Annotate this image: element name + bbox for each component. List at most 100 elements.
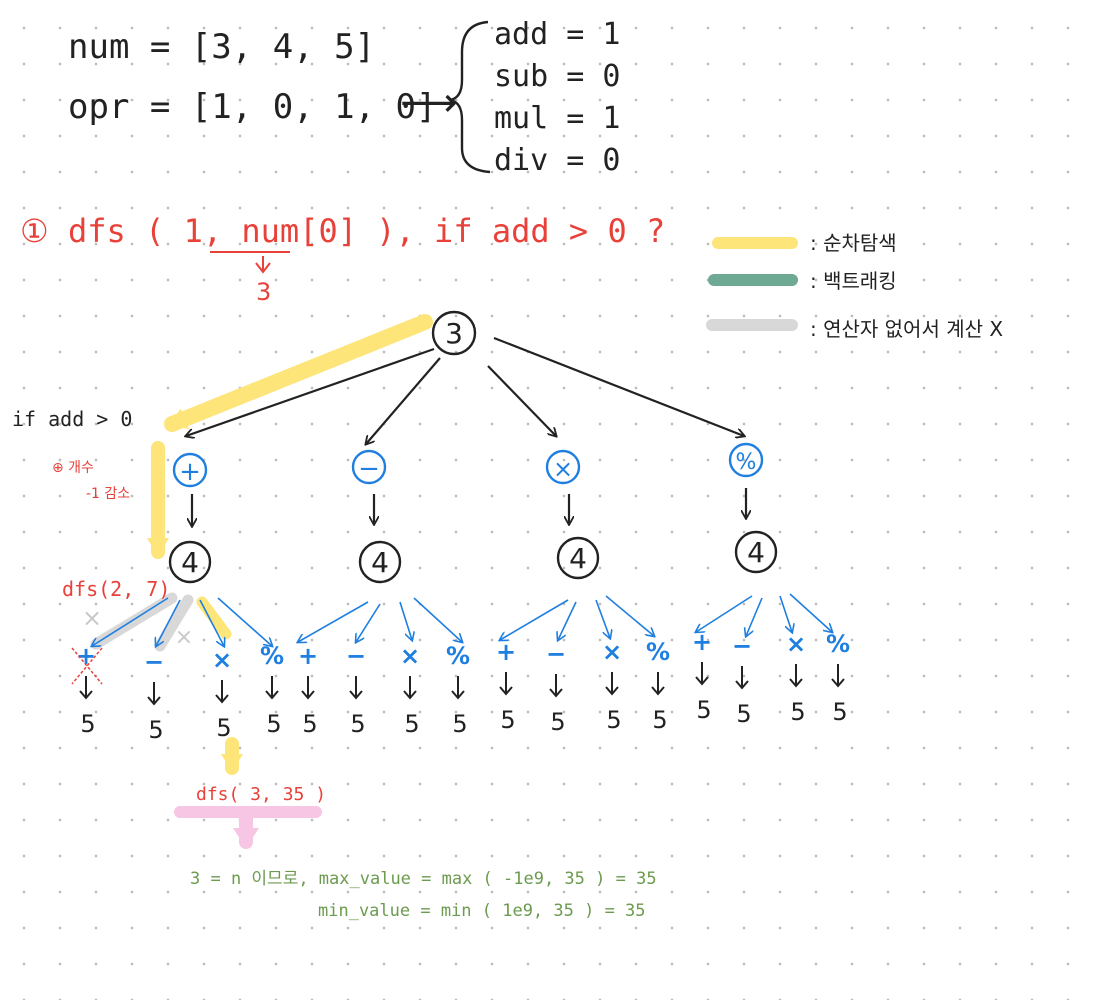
num0-value: 3 bbox=[256, 278, 271, 306]
leaf-value-2-2: 5 bbox=[350, 710, 365, 738]
leaf-edges bbox=[92, 593, 832, 646]
leaf-value-2-3: 5 bbox=[404, 710, 419, 738]
leaf-arrow-4-4 bbox=[831, 664, 845, 688]
decrease-label-2: -1 감소 bbox=[86, 486, 130, 502]
leaf-layer: +5 − 5 × 5% 5 +5 − 5 × 5% 5 +5 − 5 × 5% 5 +5 − 5 × 5% 5 bbox=[76, 628, 850, 744]
decrease-label-1: ⊕ 개수 bbox=[52, 460, 94, 476]
leaf-op-2-2: − bbox=[346, 642, 366, 670]
leaf-op-3-1: + bbox=[496, 638, 516, 666]
mapping-arrow: ⟶ bbox=[400, 80, 457, 126]
dfs-2-7-label: dfs(2, 7) bbox=[62, 577, 170, 601]
yellow-path-times bbox=[196, 596, 232, 640]
leaf-op-1-2: − bbox=[144, 648, 164, 676]
operator-minus: − bbox=[351, 449, 387, 485]
leaf-value-3-4: 5 bbox=[652, 706, 667, 734]
leaf-value-4-2: 5 bbox=[736, 700, 751, 728]
svg-text:4: 4 bbox=[747, 536, 765, 569]
leaf-arrow-3-1 bbox=[499, 672, 513, 696]
leaf-arrow-1-1 bbox=[79, 676, 93, 700]
root-node bbox=[431, 310, 477, 356]
leaf-op-2-3: × bbox=[400, 642, 420, 670]
leaf-op-1-3: × bbox=[212, 646, 232, 674]
leaf-value-4-1: 5 bbox=[696, 696, 711, 724]
leaf-arrow-2-1 bbox=[301, 676, 315, 700]
if-add-label: if add > 0 bbox=[12, 407, 132, 431]
gray-path-minus bbox=[154, 594, 194, 652]
leaf-value-2-4: 5 bbox=[452, 710, 467, 738]
count-sub: sub = 0 bbox=[494, 59, 620, 94]
operator-plus: + bbox=[172, 452, 208, 488]
leaf-op-1-4: % bbox=[260, 642, 284, 670]
leaf-op-3-2: − bbox=[546, 640, 566, 668]
cross-mark-1: × bbox=[82, 604, 102, 632]
leaf-arrow-3-2 bbox=[549, 674, 563, 698]
svg-text:4: 4 bbox=[569, 542, 587, 575]
count-mul: mul = 1 bbox=[494, 101, 620, 136]
node-four-1: 4 bbox=[168, 540, 212, 584]
step-marker: ① bbox=[20, 212, 49, 250]
leaf-arrow-3-4 bbox=[651, 672, 665, 696]
leaf-value-1-1: 5 bbox=[80, 710, 95, 738]
leaf-arrow-3-3 bbox=[605, 672, 619, 696]
svg-text:×: × bbox=[553, 455, 573, 483]
node-four-3: 4 bbox=[556, 536, 600, 580]
leaf-op-2-1: + bbox=[298, 642, 318, 670]
result-line-1: 3 = n 이므로, max_value = max ( -1e9, 35 ) … bbox=[190, 869, 657, 889]
svg-text:4: 4 bbox=[181, 546, 199, 579]
root-edges bbox=[186, 336, 744, 444]
operator-counts: add = 1 sub = 0 mul = 1 div = 0 bbox=[494, 17, 620, 178]
leaf-op-4-2: − bbox=[732, 632, 752, 660]
leaf-value-2-1: 5 bbox=[302, 710, 317, 738]
opr-line: opr = [1, 0, 1, 0] bbox=[68, 87, 436, 127]
svg-text:4: 4 bbox=[371, 546, 389, 579]
result-line-2: min_value = min ( 1e9, 35 ) = 35 bbox=[318, 901, 646, 921]
leaf-value-1-2: 5 bbox=[148, 716, 163, 744]
leaf-arrow-4-2 bbox=[735, 666, 749, 690]
yellow-path-root-to-plus bbox=[164, 314, 433, 432]
node-four-4: 4 bbox=[734, 530, 778, 574]
leaf-arrow-4-3 bbox=[789, 664, 803, 688]
step-title: dfs ( 1, num[0] ), if add > 0 ? bbox=[68, 212, 665, 250]
cross-mark-2: × bbox=[175, 625, 193, 650]
leaf-op-2-4: % bbox=[446, 642, 470, 670]
dfs-3-35-label: dfs( 3, 35 ) bbox=[196, 784, 326, 805]
leaf-value-1-4: 5 bbox=[266, 710, 281, 738]
leaf-op-3-3: × bbox=[602, 638, 622, 666]
legend-label-backtracking: : 백트래킹 bbox=[810, 269, 897, 293]
leaf-value-1-3: 5 bbox=[216, 714, 231, 742]
leaf-arrow-2-2 bbox=[349, 676, 363, 700]
leaf-value-4-4: 5 bbox=[832, 698, 847, 726]
leaf-op-4-3: × bbox=[786, 630, 806, 658]
svg-text:%: % bbox=[736, 450, 757, 475]
svg-text:+: + bbox=[179, 457, 201, 487]
operator-divide: % bbox=[728, 442, 764, 478]
leaf-op-3-4: % bbox=[646, 638, 670, 666]
count-add: add = 1 bbox=[494, 17, 620, 52]
leaf-arrow-1-3 bbox=[215, 680, 229, 704]
root-value: 3 bbox=[445, 317, 463, 350]
num-line: num = [3, 4, 5] bbox=[68, 27, 375, 67]
operator-times: × bbox=[545, 449, 581, 485]
red-cross-out bbox=[71, 647, 103, 685]
leaf-value-3-3: 5 bbox=[606, 706, 621, 734]
leaf-value-3-2: 5 bbox=[550, 708, 565, 736]
count-div: div = 0 bbox=[494, 143, 620, 178]
node-four-2: 4 bbox=[358, 540, 402, 584]
leaf-op-1-1: + bbox=[76, 642, 96, 670]
leaf-op-4-4: % bbox=[826, 630, 850, 658]
leaf-op-4-1: + bbox=[692, 628, 712, 656]
legend: : 순차탐색 : 백트래킹 : 연산자 없어서 계산 X bbox=[706, 231, 1003, 341]
legend-label-no-operator: : 연산자 없어서 계산 X bbox=[810, 317, 1003, 341]
legend-label-sequential: : 순차탐색 bbox=[810, 231, 897, 255]
leaf-arrow-4-1 bbox=[695, 662, 709, 686]
brace bbox=[449, 20, 491, 174]
leaf-arrow-2-3 bbox=[403, 676, 417, 700]
operator-down-arrows bbox=[192, 488, 746, 526]
leaf-value-4-3: 5 bbox=[790, 698, 805, 726]
leaf-arrow-1-4 bbox=[265, 676, 279, 700]
leaf-arrow-1-2 bbox=[147, 682, 161, 706]
svg-text:−: − bbox=[358, 454, 380, 484]
leaf-arrow-2-4 bbox=[451, 676, 465, 700]
leaf-value-3-1: 5 bbox=[500, 706, 515, 734]
